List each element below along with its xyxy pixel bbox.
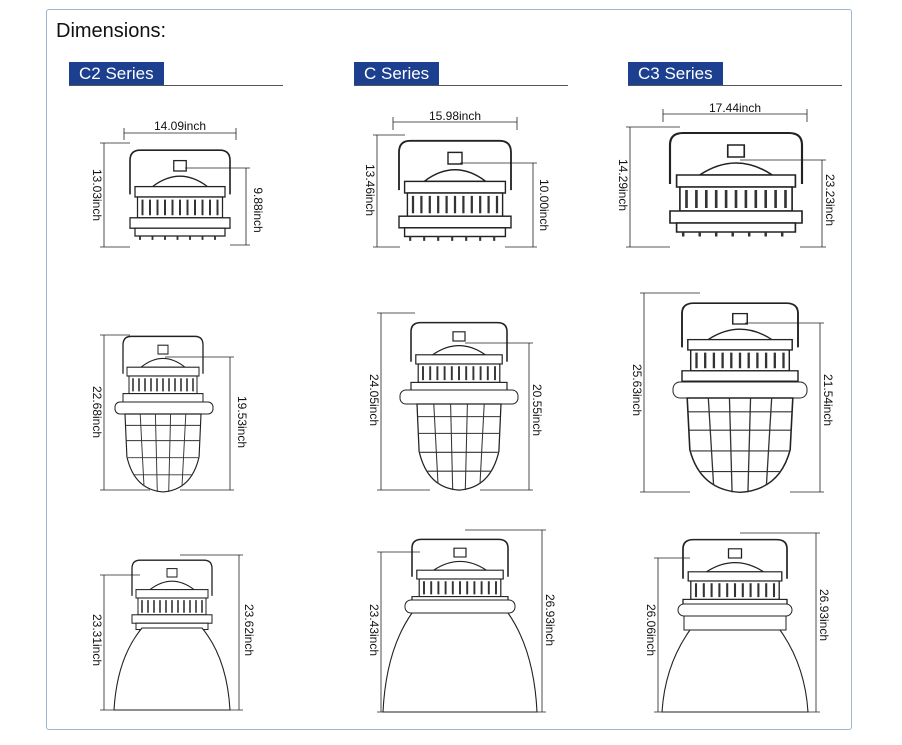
series-rule-c2 (69, 85, 283, 86)
c-top-height-dim (373, 134, 405, 248)
c3-mid-height-label: 25.63inch (630, 364, 644, 416)
c3-top-height-label: 14.29inch (616, 159, 630, 211)
series-rule-c3 (628, 85, 842, 86)
c2-mid-body-dim (165, 356, 234, 491)
c3-mid-height-dim (640, 292, 700, 493)
c2-bottom-fixture (113, 559, 231, 711)
c2-top-height-label: 13.03inch (90, 169, 104, 221)
c2-bottom-left-dim (100, 574, 140, 711)
c-mid-height-dim (377, 312, 430, 491)
series-rule-c (354, 85, 568, 86)
c-mid-body-dim (465, 342, 533, 491)
c-top-width-dim (392, 117, 518, 130)
c3-mid-fixture (672, 302, 808, 494)
c2-mid-fixture (114, 335, 214, 493)
c3-top-body-label: 23.23inch (823, 174, 837, 226)
c3-bottom-right-dim (740, 532, 820, 713)
series-tab-c2: C2 Series (69, 62, 164, 86)
c-bottom-right-dim (465, 529, 546, 713)
c-mid-body-label: 20.55inch (530, 384, 544, 436)
c2-top-height-dim (100, 142, 130, 248)
c3-top-height-dim (626, 126, 680, 248)
c3-bottom-fixture (661, 538, 809, 713)
c2-bottom-right-dim (180, 554, 243, 711)
c-bottom-left-dim (377, 551, 420, 713)
c-top-body-dim (460, 162, 537, 248)
c-bottom-left-label: 23.43inch (367, 604, 381, 656)
c2-mid-height-label: 22.68inch (90, 386, 104, 438)
c2-top-fixture (128, 149, 232, 241)
c3-top-body-dim (740, 159, 826, 248)
page-title: Dimensions: (56, 20, 167, 42)
c-mid-height-label: 24.05inch (367, 374, 381, 426)
c-top-fixture (397, 139, 513, 243)
c2-top-body-dim (185, 167, 250, 246)
c2-top-width-dim (123, 128, 237, 140)
series-tab-c3: C3 Series (628, 62, 723, 86)
c3-top-width-dim (662, 109, 808, 122)
c3-bottom-right-label: 26.93inch (817, 589, 831, 641)
c-top-body-label: 10.00inch (537, 179, 551, 231)
c3-bottom-left-label: 26.06inch (644, 604, 658, 656)
c2-top-body-label: 9.88inch (251, 187, 265, 232)
c3-mid-body-dim (745, 322, 824, 493)
c3-top-fixture (668, 131, 804, 238)
c-bottom-right-label: 26.93inch (543, 594, 557, 646)
c3-top-width-label: 17.44inch (709, 101, 761, 115)
c-top-height-label: 13.46inch (363, 164, 377, 216)
c-bottom-fixture (382, 538, 538, 713)
series-tab-c: C Series (354, 62, 440, 86)
c3-mid-body-label: 21.54inch (821, 374, 835, 426)
c2-top-width-label: 14.09inch (154, 119, 206, 133)
c-top-width-label: 15.98inch (429, 109, 481, 123)
c2-mid-height-dim (100, 334, 150, 491)
c2-mid-body-label: 19.53inch (235, 396, 249, 448)
c-mid-fixture (399, 321, 519, 491)
c2-bottom-right-label: 23.62inch (242, 604, 256, 656)
c3-bottom-left-dim (654, 557, 690, 713)
c2-bottom-left-label: 23.31inch (90, 614, 104, 666)
